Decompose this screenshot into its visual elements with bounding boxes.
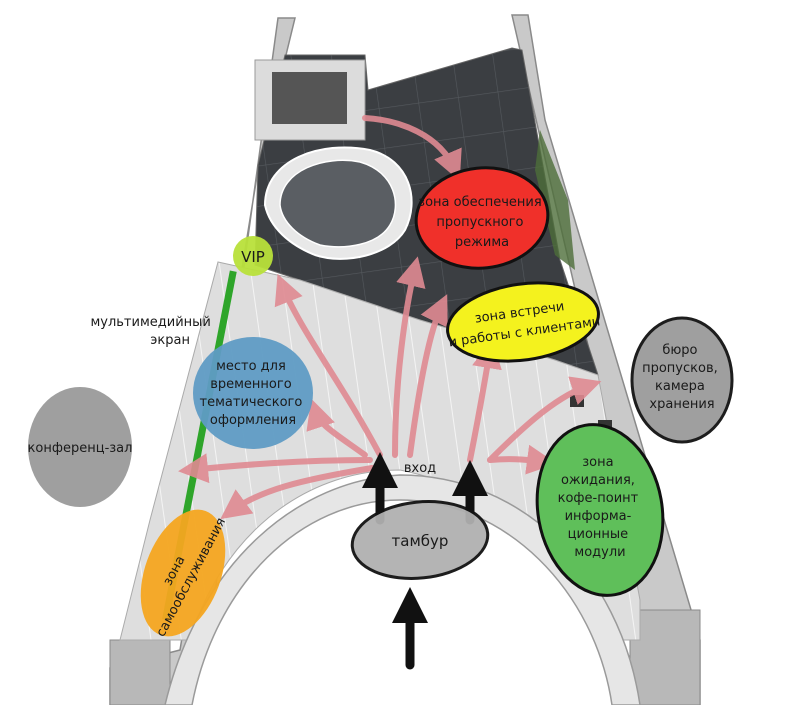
zone-vip[interactable]: VIP [233,236,273,276]
zone-security-label: зона обеспечения пропускного режима [418,195,546,250]
zone-security[interactable]: зона обеспечения пропускного режима [411,161,553,274]
zone-exhibit-label: место для временного тематического оформ… [200,359,307,428]
zone-bureau-label: бюро пропусков, камера хранения [642,343,722,412]
flow-arrows [178,115,602,520]
stair-block [254,59,366,141]
entrance-label: вход [404,461,436,476]
zone-waiting-label: зона ожидания, кофе-поинт информа- ционн… [558,455,643,560]
zone-vip-label: VIP [241,248,265,266]
zone-conference-label: конференц-зал [28,441,133,456]
zone-vestibule[interactable]: тамбур [348,495,491,585]
screen-label: мультимедийный экран [90,315,215,348]
entrance-arch [164,474,641,705]
zone-exhibit[interactable]: место для временного тематического оформ… [193,337,313,449]
zone-bureau[interactable]: бюро пропусков, камера хранения [630,316,734,444]
zone-vestibule-label: тамбур [392,532,449,550]
zone-meeting[interactable]: зона встречи и работы с клиентами [442,274,603,370]
zone-conference[interactable]: конференц-зал [28,387,133,507]
zone-waiting[interactable]: зона ожидания, кофе-поинт информа- ционн… [524,415,676,606]
planting-strip [535,130,575,270]
zone-selfservice[interactable]: зона самообслуживания [125,498,242,648]
reception-desk [263,146,413,260]
